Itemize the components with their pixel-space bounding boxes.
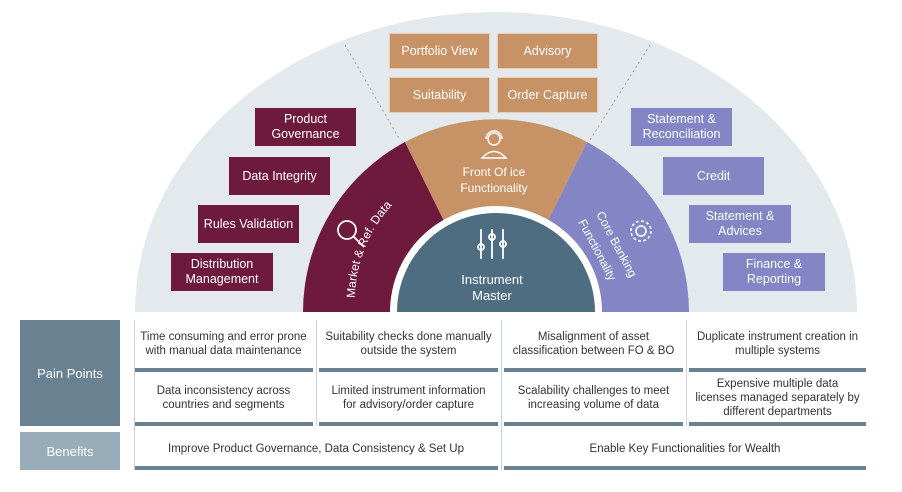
right-box-credit: Credit <box>663 157 764 195</box>
pain-points-label: Pain Points <box>20 320 120 426</box>
top-box-suitability: Suitability <box>389 77 490 113</box>
front-office-label-1: Front Of ice <box>463 165 526 179</box>
column-divider <box>134 320 135 470</box>
top-box-portfolio-view: Portfolio View <box>389 33 490 69</box>
left-box-data-integrity: Data Integrity <box>229 157 330 195</box>
column-divider <box>686 320 687 426</box>
right-box-statement-reconciliation: Statement & Reconciliation <box>631 108 732 146</box>
right-box-finance-reporting: Finance & Reporting <box>723 253 825 291</box>
pain-point-cell: Limited instrument information for advis… <box>319 374 498 426</box>
person-headset-icon <box>480 130 508 159</box>
pain-point-cell: Time consuming and error prone with manu… <box>134 320 313 372</box>
top-box-advisory: Advisory <box>497 33 598 69</box>
left-box-rules-validation: Rules Validation <box>198 205 299 243</box>
column-divider <box>501 320 502 470</box>
front-office-label-2: Functionality <box>460 181 527 195</box>
left-box-distribution-management: Distribution Management <box>171 253 273 291</box>
column-divider <box>316 320 317 426</box>
core-banking-segment <box>546 142 689 312</box>
market-ref-segment <box>303 142 446 312</box>
pain-point-cell: Duplicate instrument creation in multipl… <box>689 320 866 372</box>
gear-icon <box>630 220 652 242</box>
magnifier-icon <box>337 220 365 248</box>
benefit-cell: Enable Key Functionalities for Wealth <box>504 432 866 470</box>
pain-point-cell: Data inconsistency across countries and … <box>134 374 313 426</box>
instrument-master-line1: Instrument <box>461 272 523 287</box>
sliders-icon <box>477 229 507 259</box>
benefits-label: Benefits <box>20 432 120 470</box>
pain-point-cell: Suitability checks done manually outside… <box>319 320 498 372</box>
top-box-order-capture: Order Capture <box>497 77 598 113</box>
benefit-cell: Improve Product Governance, Data Consist… <box>134 432 498 470</box>
divider-right <box>589 44 651 141</box>
pain-point-cell: Scalability challenges to meet increasin… <box>504 374 683 426</box>
front-office-segment <box>405 119 587 225</box>
pain-point-cell: Misalignment of asset classification bet… <box>504 320 683 372</box>
left-box-product-governance: Product Governance <box>255 108 356 146</box>
pain-point-cell: Expensive multiple data licenses managed… <box>689 374 866 426</box>
divider-left <box>344 44 401 141</box>
instrument-master-line2: Master <box>472 288 512 303</box>
instrument-master-core <box>397 213 595 312</box>
right-box-statement-advices: Statement & Advices <box>689 205 791 243</box>
